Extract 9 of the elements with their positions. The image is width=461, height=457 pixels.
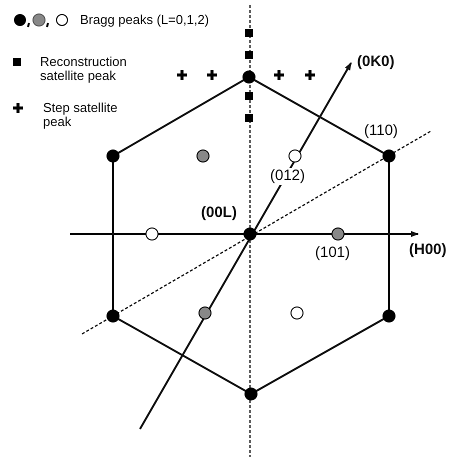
axis-label: (H00) bbox=[409, 242, 447, 258]
legend-text: Bragg peaks (L=0,1,2) bbox=[80, 13, 209, 28]
peak-index-label: (101) bbox=[315, 245, 350, 262]
legend-text: Step satellite peak bbox=[43, 101, 118, 130]
axis-label: (00L) bbox=[201, 205, 237, 222]
legend-text: Reconstruction satellite peak bbox=[40, 55, 128, 84]
peak-index-label: (110) bbox=[364, 123, 398, 140]
axis-label: (0K0) bbox=[357, 54, 395, 70]
peak-index-label: (012) bbox=[270, 168, 306, 184]
